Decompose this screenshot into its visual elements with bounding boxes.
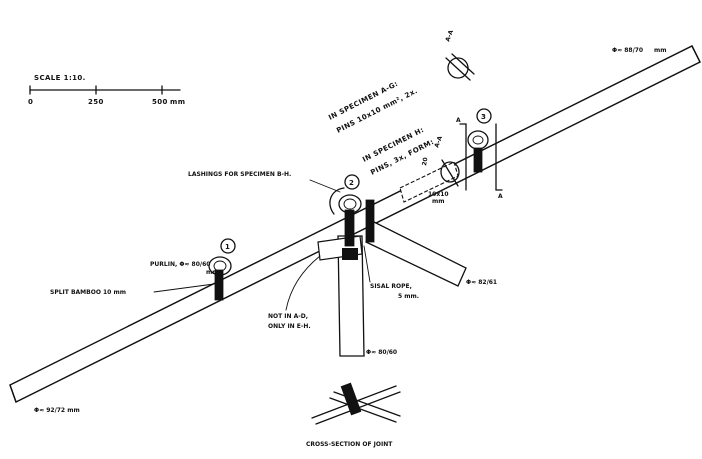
dia-post: Φ≈ 80/60 [366,349,397,356]
marker-1: 1 [225,243,230,251]
marker-2: 2 [349,179,354,187]
dim-10x10: 10x10 [428,191,449,198]
scale-label-0: 0 [28,98,33,106]
joint-3: 3 A A [456,108,503,200]
not-in-ad-leader [285,255,321,311]
pin-detail-mid: A-A 20 10x10 mm [421,135,460,205]
rafter-end-right [691,45,701,63]
not-in-ad-line1: NOT IN A-D, [268,313,308,320]
section-a-right: A [498,193,503,200]
dia-branch: Φ≈ 82/61 [466,279,497,286]
joint-2: 2 [329,174,375,260]
marker-2-circle [344,174,360,190]
lashings-label: LASHINGS FOR SPECIMEN B-H. [188,171,291,178]
scale-title: SCALE 1:10. [34,74,86,82]
purlin-label: PURLIN, Φ≈ 80/60 [150,261,210,268]
marker-3-circle [476,108,492,124]
section-aa-mid-label: A-A [433,135,444,149]
pin-detail-top: A-A [444,29,475,81]
lashing-3 [473,147,483,173]
dim-20: 20 [421,157,429,166]
lashing-loop [329,187,345,215]
dia-top-right-unit: mm [654,47,667,54]
marker-3: 3 [481,113,486,121]
lashing-2 [344,209,355,247]
joint-1: 1 [208,238,236,301]
split-bamboo-label: SPLIT BAMBOO 10 mm [50,289,126,296]
rafter-end-left [9,384,17,403]
diagonal-branch [365,221,467,287]
dia-bottom-left: Φ≈ 92/72 mm [34,407,80,414]
not-in-ad-line2: ONLY IN E-H. [268,323,311,330]
pin-section-mid [440,161,460,183]
main-rafter [9,45,701,403]
lashing-knot [342,248,358,260]
lashing-1 [214,269,224,301]
purlin-section-3 [467,130,489,150]
cross-section-detail: CROSS-SECTION OF JOINT [306,382,401,448]
scale-bar: SCALE 1:10. 0 250 500 mm [28,74,185,106]
pin-bar-mid [441,159,459,187]
purlin-section-2-inner [343,198,357,210]
scale-label-unit: mm [170,98,185,106]
marker-1-circle [220,238,236,254]
scale-label-250: 250 [88,98,104,106]
section-a-left: A [456,117,461,124]
dia-top-right: Φ≈ 88/70 [612,47,643,54]
pin-bar-top [445,57,471,81]
scale-label-500: 500 [152,98,168,106]
section-aa-top-label: A-A [444,29,455,43]
sisal-line1: SISAL ROPE, [370,283,412,290]
split-bamboo-leader [153,283,215,293]
cs-lashing [340,382,362,416]
cross-section-title: CROSS-SECTION OF JOINT [306,441,393,448]
pin-bar-top-2 [451,53,475,75]
dim-mm: mm [432,198,445,205]
purlin-unit: mm [206,269,219,276]
sisal-line2: 5 mm. [398,293,419,300]
lashing-2b [365,199,375,243]
branch-outline [365,221,467,287]
cs-member-b [329,397,397,423]
lashings-leader [309,179,341,193]
purlin-section-3-inner [472,135,484,145]
sisal-leader [363,245,371,283]
